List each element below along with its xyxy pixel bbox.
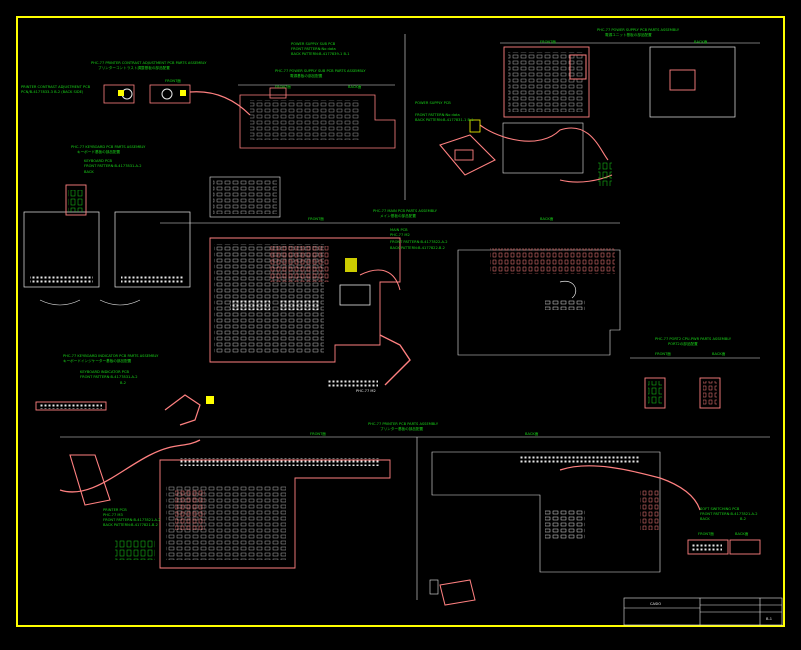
keyboard-front: FRONT PATTERN:B-4177831-A-2 [84,164,141,168]
kbind-pcb-label: KEYBOARD INDICATOR PCB [80,370,129,374]
power-supply-pcb-label: POWER SUPPLY PCB [415,101,451,105]
front-label-4: FRONT面 [308,216,324,221]
main-front: FRONT PATTERN:B-4177822-A-2 [390,240,447,244]
power-supply-title: PHC-77 POWER SUPPLY PCB PARTS ASSEMBLY [597,28,680,32]
keyboard-back: BACK [84,170,94,174]
kbind-back: B-2 [120,381,126,385]
printer-contrast-pcb-label: PRINTER CONTRAST ADJUSTMENT PCB [21,85,91,89]
port2-pcb [644,377,721,409]
main-back: BACK PATTERN:B-4177822-B-2 [390,246,445,250]
keyboard-indicator-pcb [35,394,214,426]
bottom-detail [429,579,476,606]
main-subtitle: メイン基板の部品配置 [380,213,416,218]
main-board-tag: PHC-77 M2 [356,389,376,393]
printer-contrast-pcb [103,84,251,116]
power-sub-assembly-sub: 電源基板の部品配置 [290,73,323,78]
power-supply-sub-pcb [239,87,396,149]
printer-subtitle: プリンター基板の部品配置 [380,426,424,431]
power-supply-pcb [439,46,736,186]
keyboard-title: PHC-77 KEYBOARD PCB PARTS ASSEMBLY [71,145,146,149]
printer-back: BACK PATTERN:B-4177821-B-2 [103,523,158,527]
printer-contrast-title: PHC-77 PRINTER CONTRAST ADJUSTMENT PCB P… [91,61,207,65]
keyboard-pcb [23,184,191,306]
soft-back: BACK [700,517,710,521]
printer-pcb-front [59,439,391,569]
back-label-7: BACK面 [735,531,749,536]
power-sub-back: BACK PATTERN:B-4177839-1 B-1 [291,52,350,56]
main-title: PHC-77 MAIN PCB PARTS ASSEMBLY [373,209,438,213]
main-pcb-front [209,237,411,388]
keyboard-pcb-label: KEYBOARD PCB [84,159,113,163]
soft-title: SOFT SWITCHING PCB [700,507,740,511]
main-pcb-label: MAIN PCB [390,228,408,232]
back-label-3: BACK面 [694,39,708,44]
main-pcb-back-thumbnail [209,176,281,218]
kbind-front: FRONT PATTERN:B-4177831-A-2 [80,375,137,379]
front-label-7: FRONT面 [698,531,714,536]
printer-front: FRONT PATTERN:B-4177821-A-2 [103,518,160,522]
printer-model: PHC-77 M3 [103,513,123,517]
title-block-company: CASIO [650,602,661,606]
back-label-6: BACK面 [525,431,539,436]
front-label-6: FRONT面 [310,431,326,436]
soft-switching-pcb [687,539,761,555]
printer-title: PHC-77 PRINTER PCB PARTS ASSEMBLY [368,422,439,426]
back-label-4: BACK面 [540,216,554,221]
keyboard-subtitle: キーボード基板の部品配置 [77,149,121,154]
title-block-revision: B-1 [766,617,772,621]
front-label-2: FRONT面 [275,84,291,89]
title-block [623,597,783,626]
soft-front: FRONT PATTERN:B-4177821-A-2 [700,512,757,516]
power-sub-title: POWER SUPPLY SUB PCB [291,42,336,46]
main-pcb-back [457,248,621,356]
port-title: PHC-77 PORT2 CPU-PWR PARTS ASSEMBLY [655,337,732,341]
printer-pcb-label: PRINTER PCB [103,508,127,512]
power-supply-subtitle: 電源ユニット基板の部品配置 [605,32,652,37]
power-supply-back: BACK PATTERN:B-4177831-1 B-1 [415,118,474,122]
printer-pcb-back [431,451,701,573]
printer-contrast-pattern: PCN/B-4177833-3 B-2 (BACK SIDE) [21,90,84,94]
printer-contrast-subtitle: プリンターコントラスト調整基板の部品配置 [98,65,170,70]
front-label-3: FRONT面 [540,39,556,44]
front-label-5: FRONT面 [655,351,671,356]
port-subtitle: PORT2の部品配置 [668,341,698,346]
main-model: PHC-77 M2 [390,233,410,237]
sheet-border [16,16,785,627]
back-label-5: BACK面 [712,351,726,356]
soft-rev: B-2 [740,517,746,521]
power-supply-front: FRONT PATTERN:No data [415,113,460,117]
back-label-2: BACK面 [348,84,362,89]
kbind-title: PHC-77 KEYBOARD INDICATOR PCB PARTS ASSE… [63,354,159,358]
power-sub-front: FRONT PATTERN:No data [291,47,336,51]
power-sub-assembly: PHC-77 POWER SUPPLY SUB PCB PARTS ASSEMB… [275,69,366,73]
section-dividers [60,34,770,600]
kbind-subtitle: キーボードインジケーター基板の部品配置 [63,358,132,363]
front-label-1: FRONT面 [165,78,181,83]
